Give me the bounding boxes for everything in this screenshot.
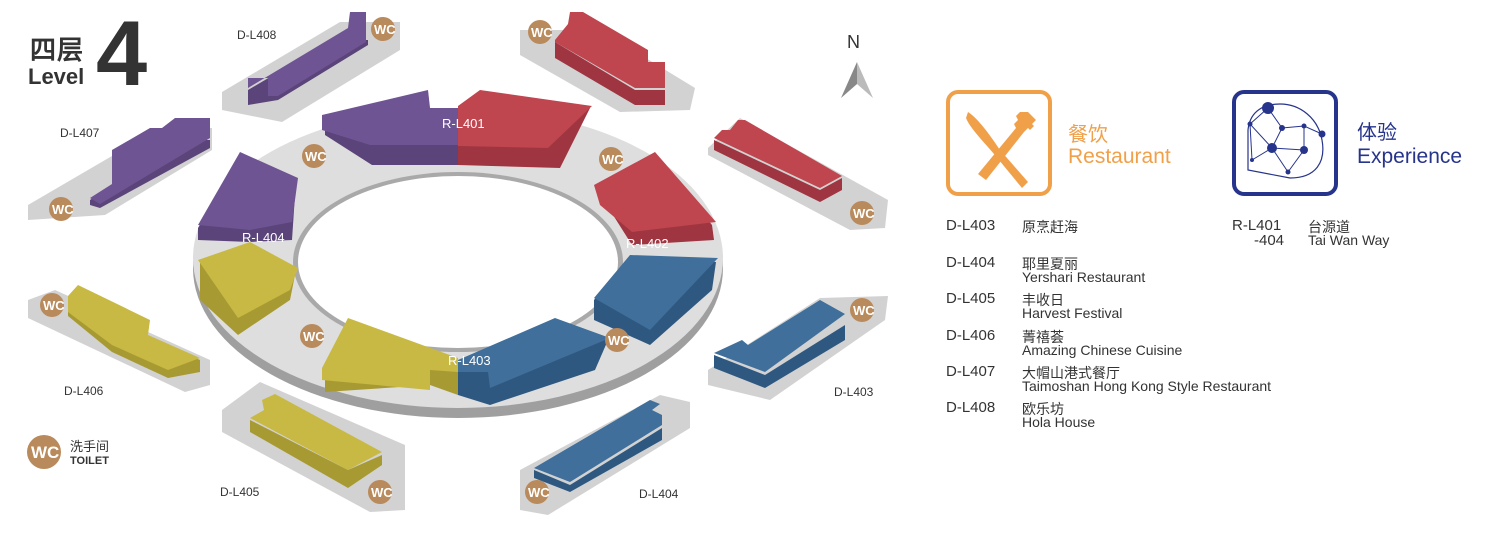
- block-label-d-l407: D-L407: [60, 126, 100, 140]
- wc-badge-circle: [525, 480, 549, 504]
- ring-segment-r-l404-yellow[interactable]: [198, 242, 298, 335]
- wc-badge-label: WC: [52, 202, 74, 217]
- wc-badge-label: WC: [853, 303, 875, 318]
- category-restaurant-en: Restaurant: [1068, 145, 1171, 168]
- wc-badge-label: WC: [608, 333, 630, 348]
- legend-code: D-L408: [946, 399, 996, 416]
- category-restaurant-zh: 餐饮: [1068, 124, 1108, 146]
- ring-segment-r-l402-blue[interactable]: [594, 255, 718, 345]
- floor-label-zh: 四层: [30, 35, 85, 65]
- wc-badge-circle: [605, 328, 629, 352]
- legend-name-en: Yershari Restaurant: [1022, 269, 1146, 285]
- experience-legend-item[interactable]: R-L401 -404 台源道 Tai Wan Way: [1232, 217, 1472, 251]
- block-label-d-l408: D-L408: [237, 28, 277, 42]
- legend-item[interactable]: D-L405 丰收日 Harvest Festival: [946, 290, 1306, 324]
- wc-legend-badge-label: WC: [31, 443, 60, 462]
- legend-code-range: -404: [1254, 232, 1285, 249]
- legend-code: D-L403: [946, 217, 996, 234]
- legend-name-en: Taimoshan Hong Kong Style Restaurant: [1022, 378, 1272, 394]
- zone-label-r-l403: R-L403: [448, 353, 491, 368]
- ring-segment-r-l404-purple[interactable]: [198, 152, 298, 242]
- wc-badge-label: WC: [602, 152, 624, 167]
- toilet-legend-en: TOILET: [70, 455, 109, 467]
- legend-name-zh: 原烹赶海: [1022, 219, 1078, 235]
- block-d-l406[interactable]: [28, 285, 210, 392]
- legend-code: D-L404: [946, 254, 996, 271]
- legend-item[interactable]: D-L406 菁禧荟 Amazing Chinese Cuisine: [946, 327, 1306, 361]
- wc-badge-label: WC: [528, 485, 550, 500]
- category-experience-zh: 体验: [1357, 122, 1397, 144]
- category-experience-en: Experience: [1357, 145, 1463, 168]
- block-label-d-l403: D-L403: [834, 385, 874, 399]
- block-d-l405[interactable]: [222, 382, 405, 512]
- zone-label-r-l401: R-L401: [442, 116, 485, 131]
- north-arrow-icon: [841, 62, 873, 98]
- legend-item[interactable]: D-L403 原烹赶海: [946, 217, 1306, 251]
- wc-badge-circle: [40, 293, 64, 317]
- legend-item[interactable]: D-L404 耶里夏丽 Yershari Restaurant: [946, 254, 1306, 288]
- wc-badge-label: WC: [853, 206, 875, 221]
- network-brain-icon: [1232, 90, 1338, 196]
- wc-badge-circle: [49, 197, 73, 221]
- zone-label-r-l402: R-L402: [626, 236, 669, 251]
- wc-badge-circle: [368, 480, 392, 504]
- ring-segment-r-l403-blue[interactable]: [458, 318, 610, 405]
- wc-badge-label: WC: [371, 485, 393, 500]
- block-d-l404[interactable]: [520, 395, 690, 515]
- legend-name-en: Harvest Festival: [1022, 305, 1123, 321]
- ring-segment-r-l401-red[interactable]: [458, 90, 592, 168]
- zone-label-r-l404: R-L404: [242, 230, 285, 245]
- fork-knife-icon: [946, 90, 1052, 196]
- wc-badge-label: WC: [43, 298, 65, 313]
- wc-badge-circle: [27, 435, 61, 469]
- ring-segment-r-l403-yellow[interactable]: [322, 318, 458, 395]
- wc-badge-circle: [599, 147, 623, 171]
- legend-name-zh: 欧乐坊: [1022, 401, 1064, 417]
- wc-badges: [27, 17, 874, 504]
- legend-code: D-L407: [946, 363, 996, 380]
- block-d-l408[interactable]: [222, 12, 400, 122]
- legend-name-zh: 丰收日: [1022, 292, 1064, 308]
- wc-badge-circle: [300, 324, 324, 348]
- legend-name-en: Amazing Chinese Cuisine: [1022, 342, 1183, 358]
- wc-badge-circle: [528, 20, 552, 44]
- block-d-l402[interactable]: [520, 12, 695, 112]
- wc-badge-label: WC: [305, 149, 327, 164]
- legend-name-zh: 耶里夏丽: [1022, 256, 1078, 272]
- compass-north-label: N: [847, 32, 860, 52]
- wc-badge-circle: [850, 298, 874, 322]
- wc-badge-circle: [302, 144, 326, 168]
- block-label-d-l405: D-L405: [220, 485, 260, 499]
- ring-segment-r-l401-purple[interactable]: [322, 90, 458, 165]
- ring-segment-r-l402-red[interactable]: [594, 152, 716, 245]
- legend-name-zh: 菁禧荟: [1022, 329, 1064, 345]
- wc-badge-circle: [850, 201, 874, 225]
- block-label-d-l406: D-L406: [64, 384, 104, 398]
- block-label-d-l404: D-L404: [639, 487, 679, 501]
- floor-number: 4: [96, 3, 148, 105]
- wc-badge-circle: [371, 17, 395, 41]
- legend-name-zh: 台源道: [1308, 219, 1350, 235]
- wc-badge-label: WC: [531, 25, 553, 40]
- legend-name-en: Hola House: [1022, 414, 1096, 430]
- legend-name-zh: 大帽山港式餐厅: [1022, 365, 1120, 381]
- legend-code: D-L405: [946, 290, 996, 307]
- wc-badge-label: WC: [374, 22, 396, 37]
- wc-badge-label: WC: [303, 329, 325, 344]
- legend-code: R-L401: [1232, 217, 1282, 234]
- legend-item[interactable]: D-L407 大帽山港式餐厅 Taimoshan Hong Kong Style…: [946, 363, 1326, 397]
- block-d-l407[interactable]: [28, 118, 212, 220]
- toilet-legend-zh: 洗手间: [70, 439, 110, 454]
- block-d-l403[interactable]: [708, 296, 888, 400]
- legend-code: D-L406: [946, 327, 996, 344]
- legend-item[interactable]: D-L408 欧乐坊 Hola House: [946, 399, 1306, 433]
- legend-name-en: Tai Wan Way: [1308, 232, 1390, 248]
- floor-label-en: Level: [28, 64, 85, 89]
- block-d-l401[interactable]: [708, 118, 888, 230]
